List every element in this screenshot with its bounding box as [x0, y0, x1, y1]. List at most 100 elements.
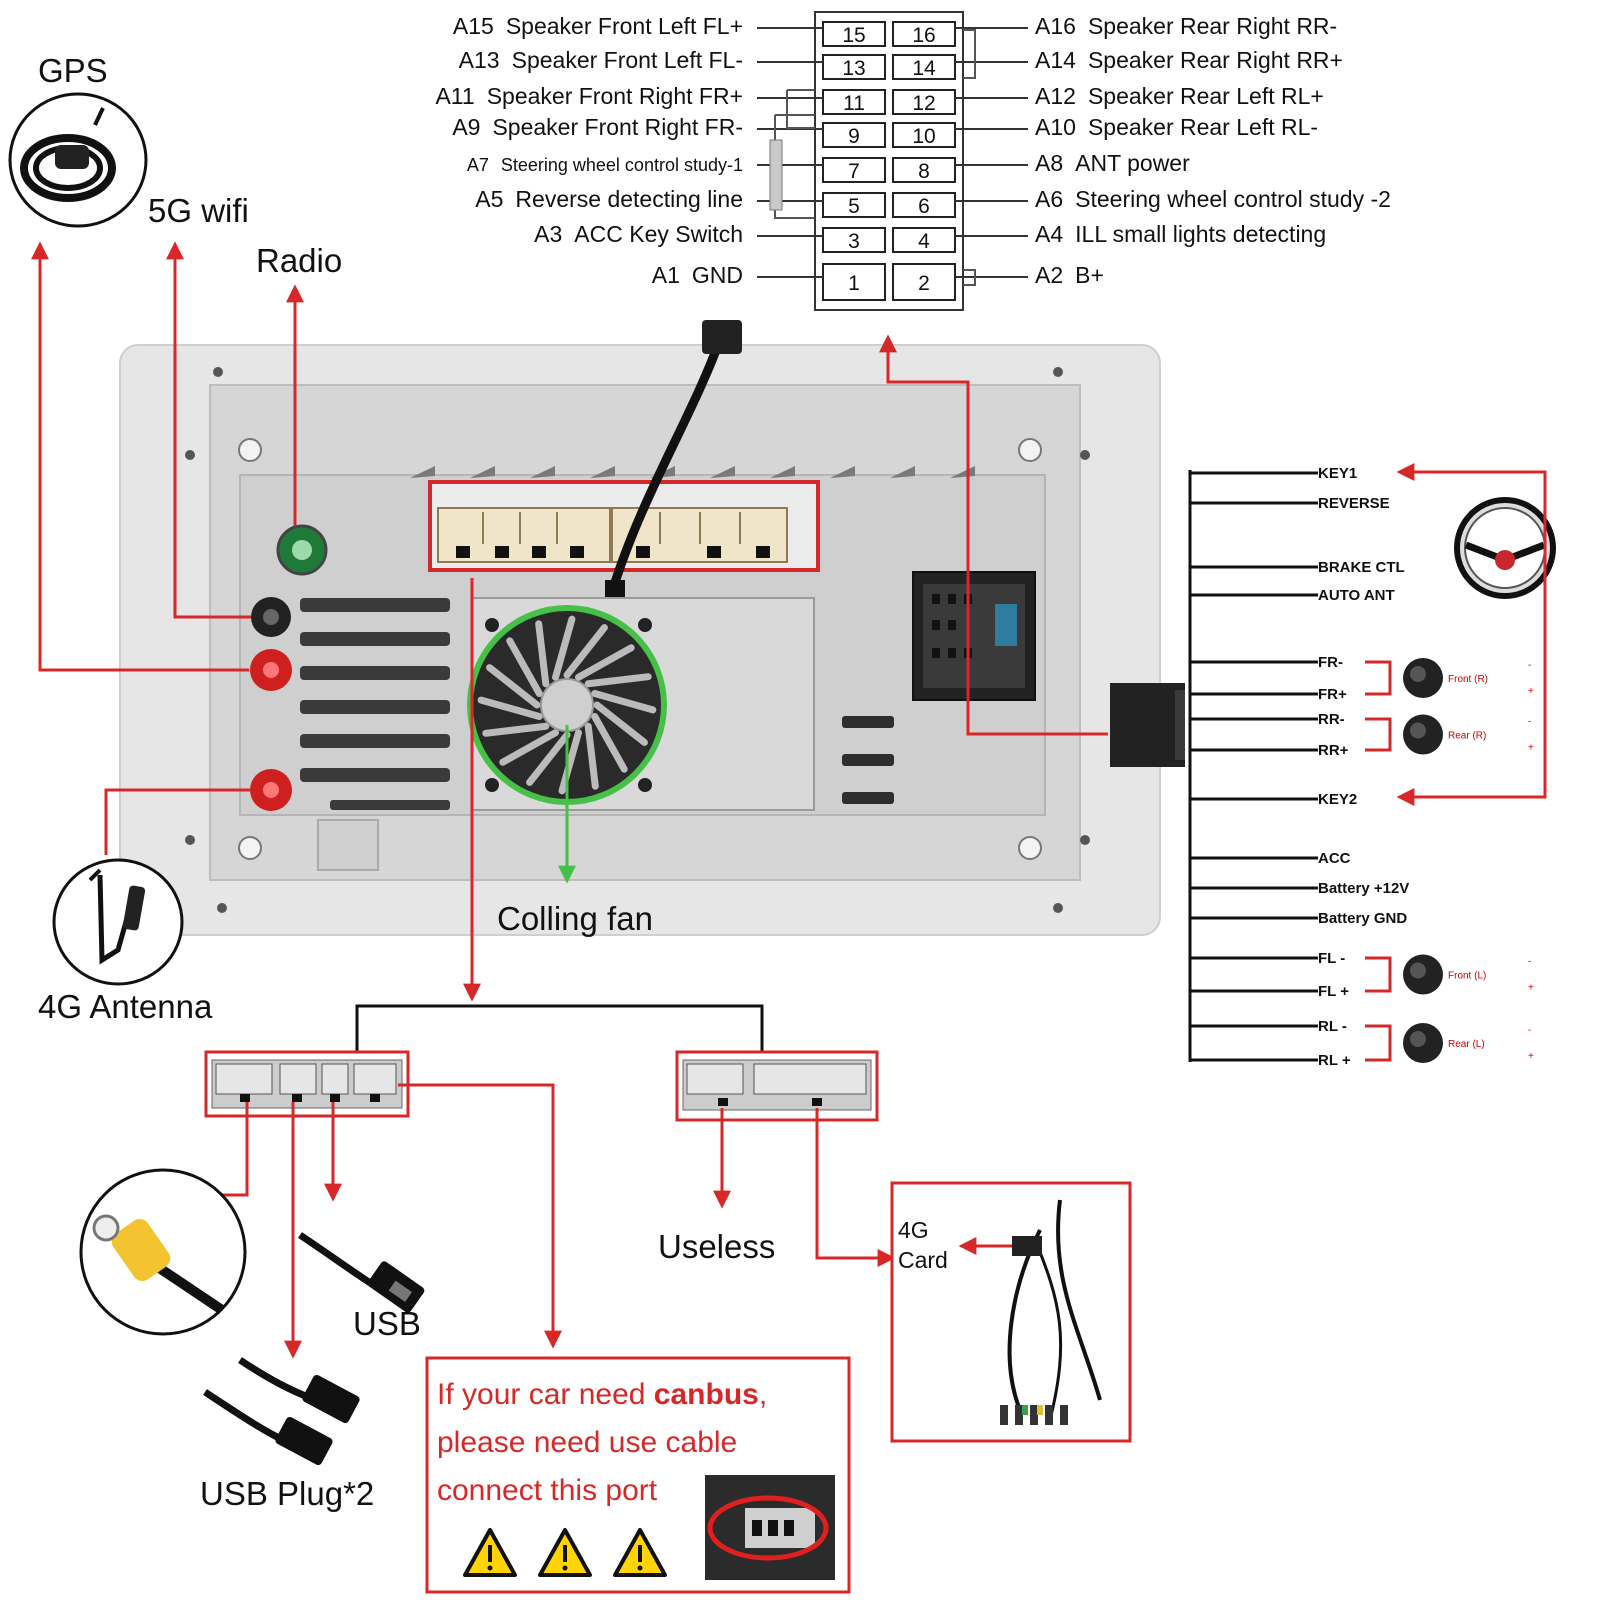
harness-wire-label: RR-: [1318, 711, 1345, 728]
fan-blade: [535, 620, 550, 688]
canbus-line2: please need use cable: [437, 1426, 737, 1459]
4g-card-box: [890, 1181, 1132, 1443]
warning-icon: [463, 1528, 517, 1577]
svg-text:-: -: [1528, 660, 1531, 671]
fan-blade: [563, 624, 608, 679]
usb-label: USB: [353, 1305, 421, 1342]
pin-number: 2: [918, 272, 930, 295]
harness-wire-label: RL +: [1318, 1052, 1351, 1069]
svg-text:+: +: [1528, 686, 1534, 697]
route-to-pin-diagram: [879, 334, 1108, 736]
pin-number: 5: [848, 195, 860, 218]
fan-blade: [486, 664, 541, 709]
speaker-label: Front (R): [1448, 674, 1488, 685]
fan-blade: [526, 731, 571, 786]
usb-plug-label: USB Plug*2: [200, 1475, 374, 1512]
pin-box: [892, 122, 956, 148]
4g-card-label-line2: Card: [898, 1247, 948, 1273]
warning-icon: [538, 1528, 592, 1577]
pin-box: [892, 21, 956, 47]
speaker-label: Rear (L): [1448, 1039, 1485, 1050]
pin-box: [892, 227, 956, 253]
canbus-line1: If your car need canbus,: [437, 1378, 767, 1411]
antenna-ports: [250, 524, 328, 811]
pin-number: 13: [842, 57, 865, 80]
speaker-bracket: [1365, 1024, 1392, 1062]
pin-number: 3: [848, 230, 860, 253]
pin-number: 15: [842, 24, 865, 47]
svg-text:-: -: [1528, 957, 1531, 968]
iso-plug-cable: [605, 320, 742, 598]
rca-cable-icon: [79, 1168, 247, 1336]
svg-text:+: +: [1528, 983, 1534, 994]
pin-box: [822, 54, 886, 80]
fan-blade: [482, 722, 550, 737]
pin-box: [822, 157, 886, 183]
pin-box: [892, 54, 956, 80]
harness-wire-label: FR-: [1318, 654, 1343, 671]
4g-antenna-icon: [52, 858, 184, 986]
fan-blade: [477, 696, 543, 720]
harness-wire-label: BRAKE CTL: [1318, 559, 1405, 576]
pin-number: 6: [918, 195, 930, 218]
usb-plug-icon: [203, 1357, 360, 1466]
pin-number: 9: [848, 125, 860, 148]
pin-number: 14: [912, 57, 936, 80]
speaker-label: Rear (R): [1448, 731, 1486, 742]
gps-antenna-icon: [8, 92, 148, 228]
fan-blade: [584, 673, 652, 688]
svg-text:-: -: [1528, 1025, 1531, 1036]
pin-number: 16: [912, 24, 935, 47]
4g-antenna-label: 4G Antenna: [38, 988, 213, 1025]
pin-number: 4: [918, 230, 930, 253]
pin-box: [822, 89, 886, 115]
fan-blade: [499, 729, 560, 766]
fan-blade: [591, 690, 657, 714]
pin-box: [892, 192, 956, 218]
4g-card-label-line1: 4G: [898, 1217, 929, 1243]
harness-wire-label: Battery GND: [1318, 910, 1407, 927]
pin-box: [892, 157, 956, 183]
speaker-bracket: [1365, 956, 1392, 993]
harness-wire-label: RL -: [1318, 1018, 1347, 1035]
harness-wire-label: FL -: [1318, 950, 1345, 967]
useless-label: Useless: [658, 1228, 775, 1265]
wifi-label: 5G wifi: [148, 192, 249, 229]
svg-text:+: +: [1528, 743, 1534, 754]
steering-wheel-icon: [1454, 497, 1556, 599]
fan-blade: [593, 701, 648, 746]
pin-number: 1: [848, 272, 860, 295]
harness-wire-label: KEY1: [1318, 465, 1357, 482]
speaker-label: Front (L): [1448, 971, 1486, 982]
speaker-bracket: [1365, 660, 1392, 696]
pin-box: [822, 263, 886, 301]
antenna-routes: [31, 241, 304, 855]
fan-blade: [591, 712, 628, 773]
pin-box: [822, 227, 886, 253]
pin-box: [892, 263, 956, 301]
4g-connector: [675, 1050, 879, 1122]
fan-blade: [574, 644, 635, 681]
av-usb-connector: [204, 1050, 410, 1118]
canbus-port-photo: [705, 1475, 835, 1580]
fan-blade: [584, 722, 599, 790]
main-connector-bank: [428, 480, 820, 572]
speaker-bracket: [1365, 717, 1392, 752]
canbus-note: If your car need canbus, please need use…: [425, 1356, 851, 1594]
harness-wire-label: AUTO ANT: [1318, 587, 1395, 604]
